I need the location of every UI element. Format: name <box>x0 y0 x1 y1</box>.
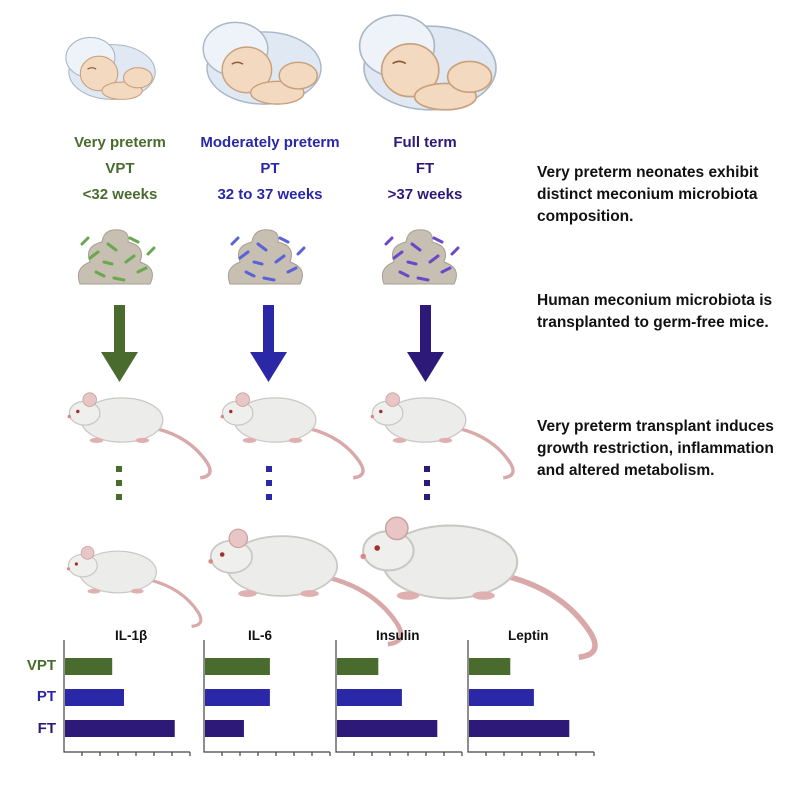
bar-vpt <box>65 658 113 675</box>
bacterium-icon <box>106 242 118 252</box>
group-weeks: 32 to 37 weeks <box>217 186 323 203</box>
dots-pt-icon <box>266 466 272 500</box>
bacterium-icon <box>410 242 422 252</box>
bacterium-icon <box>88 250 100 260</box>
arrow-vpt-icon <box>101 305 138 382</box>
group-name: Moderately preterm <box>200 134 340 151</box>
bacterium-icon <box>406 260 418 266</box>
group-abbr: PT <box>260 160 280 177</box>
bacterium-icon <box>286 266 298 274</box>
bar-pt <box>65 689 124 706</box>
chart-axis <box>467 640 595 756</box>
bacterium-icon <box>274 254 286 264</box>
bacterium-icon <box>428 254 440 264</box>
chart-axis <box>203 640 331 756</box>
group-name: Full term <box>393 134 457 151</box>
bar-pt <box>337 689 402 706</box>
bacterium-icon <box>128 236 140 244</box>
bar-pt <box>469 689 534 706</box>
bacterium-icon <box>392 250 404 260</box>
bar-ft <box>205 720 244 737</box>
y-label-vpt: VPT <box>26 657 56 674</box>
y-label-ft: FT <box>37 720 56 737</box>
description-composition: Very preterm neonates exhibit distinct m… <box>537 164 759 225</box>
chart-title-insulin: Insulin <box>376 628 420 643</box>
bacterium-icon <box>102 260 114 266</box>
bacterium-icon <box>432 236 444 244</box>
bacterium-icon <box>112 276 126 282</box>
bar-ft <box>65 720 175 737</box>
group-weeks: <32 weeks <box>82 186 158 203</box>
dots-vpt-icon <box>116 466 122 500</box>
bacterium-icon <box>278 236 290 244</box>
chart-title-leptin: Leptin <box>508 628 549 643</box>
group-label-pt: Moderately preterm PT 32 to 37 weeks <box>180 130 360 208</box>
bacterium-icon <box>262 276 276 282</box>
chart-axis <box>335 640 463 756</box>
arrow-ft-icon <box>407 305 444 382</box>
bacterium-icon <box>440 266 452 274</box>
bar-ft <box>337 720 438 737</box>
bacterium-icon <box>256 242 268 252</box>
bacterium-icon <box>230 236 240 246</box>
bacterium-icon <box>80 236 90 246</box>
group-label-ft: Full term FT >37 weeks <box>360 130 490 208</box>
bacterium-icon <box>416 276 430 282</box>
dots-ft-icon <box>424 466 430 500</box>
bacterium-icon <box>146 246 156 256</box>
y-label-pt: PT <box>36 688 56 705</box>
bacterium-icon <box>252 260 264 266</box>
arrow-pt-icon <box>250 305 287 382</box>
group-abbr: VPT <box>105 160 135 177</box>
meconium-pt-icon <box>227 229 306 285</box>
bar-vpt <box>205 658 270 675</box>
bacterium-icon <box>398 270 410 278</box>
bar-pt <box>205 689 270 706</box>
bar-ft <box>469 720 570 737</box>
description-outcome: Very preterm transplant induces growth r… <box>537 418 774 479</box>
group-weeks: >37 weeks <box>387 186 463 203</box>
meconium-vpt-icon <box>77 229 156 285</box>
group-abbr: FT <box>415 160 435 177</box>
bacterium-icon <box>124 254 136 264</box>
chart-axis <box>63 640 191 756</box>
bacterium-icon <box>244 270 256 278</box>
bacterium-icon <box>94 270 106 278</box>
chart-title-il1b: IL-1β <box>115 628 148 643</box>
bacterium-icon <box>450 246 460 256</box>
bacterium-icon <box>384 236 394 246</box>
bar-vpt <box>337 658 379 675</box>
bacterium-icon <box>296 246 306 256</box>
bar-vpt <box>469 658 511 675</box>
bacterium-icon <box>136 266 148 274</box>
group-name: Very preterm <box>74 134 166 151</box>
bacterium-icon <box>238 250 250 260</box>
meconium-ft-icon <box>381 229 460 285</box>
description-transplant: Human meconium microbiota is transplante… <box>537 292 773 331</box>
group-label-vpt: Very preterm VPT <32 weeks <box>40 130 200 208</box>
chart-title-il6: IL-6 <box>248 628 273 643</box>
